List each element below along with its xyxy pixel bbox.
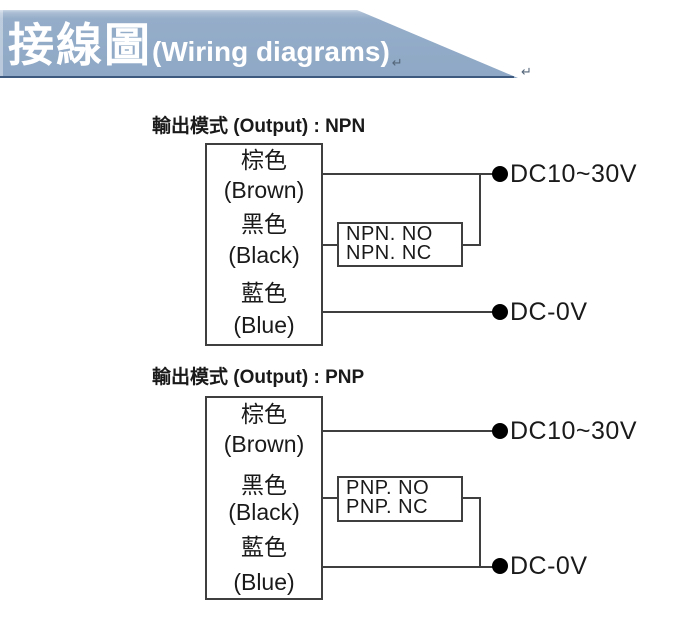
wire-label-blue-zh: 藍色 — [241, 280, 287, 306]
wiring-diagram-npn: 輸出模式 (Output) : NPN 棕色 (Brown) 黑色 (Black… — [0, 116, 676, 356]
output-type-box-pnp: PNP. NO PNP. NC — [337, 476, 463, 522]
wire-label-blue-zh: 藍色 — [241, 534, 287, 560]
output-to-zero-rail-line — [479, 497, 481, 568]
wiring-diagram-pnp: 輸出模式 (Output) : PNP 棕色 (Brown) 黑色 (Black… — [0, 367, 676, 612]
output-to-plus-rail-line — [479, 173, 481, 246]
output-type-line1: PNP. NO — [346, 477, 430, 499]
wire-label-brown-zh: 棕色 — [241, 401, 287, 427]
output-mode-label-pnp: 輸出模式 (Output) : PNP — [152, 367, 365, 388]
terminal-dot-zero — [492, 304, 508, 320]
wire-label-black-en: (Black) — [228, 499, 300, 525]
wire-label-black-zh: 黑色 — [241, 472, 287, 498]
wire-black-line — [321, 497, 338, 499]
terminal-dot-zero — [492, 558, 508, 574]
banner-bottom-border — [0, 76, 514, 78]
output-mode-label-npn: 輸出模式 (Output) : NPN — [152, 116, 366, 137]
header-banner: 接線圖 (Wiring diagrams) ↵ — [0, 10, 518, 78]
output-type-line2: NPN. NC — [346, 242, 432, 264]
terminal-label-zero: DC-0V — [510, 298, 588, 326]
wire-label-brown-zh: 棕色 — [241, 147, 287, 173]
sensor-wire-box-pnp: 棕色 (Brown) 黑色 (Black) 藍色 (Blue) — [205, 396, 323, 600]
wire-brown-line — [321, 430, 500, 432]
terminal-label-plus: DC10~30V — [510, 160, 637, 188]
terminal-dot-plus — [492, 423, 508, 439]
terminal-label-zero: DC-0V — [510, 552, 588, 580]
wire-label-brown-en: (Brown) — [223, 431, 305, 457]
output-connector-line — [461, 497, 481, 499]
terminal-label-plus: DC10~30V — [510, 417, 637, 445]
wire-blue-line — [321, 566, 500, 568]
wire-blue-line — [321, 311, 500, 313]
wire-label-brown-en: (Brown) — [223, 177, 305, 203]
wire-brown-line — [321, 173, 500, 175]
output-type-box-npn: NPN. NO NPN. NC — [337, 222, 463, 267]
wire-label-blue-en: (Blue) — [233, 312, 295, 338]
output-connector-line — [461, 244, 481, 246]
sensor-wire-box-npn: 棕色 (Brown) 黑色 (Black) 藍色 (Blue) — [205, 143, 323, 346]
wire-label-blue-en: (Blue) — [233, 569, 295, 595]
output-type-line2: PNP. NC — [346, 496, 429, 518]
title-chinese: 接線圖 — [8, 19, 152, 71]
output-type-line1: NPN. NO — [346, 223, 433, 245]
page-title: 接線圖 (Wiring diagrams) ↵ — [8, 19, 403, 71]
paragraph-mark-icon: ↵ — [521, 64, 532, 79]
paragraph-mark-icon: ↵ — [391, 55, 403, 71]
wire-black-line — [321, 244, 338, 246]
title-english: (Wiring diagrams) — [152, 36, 390, 67]
terminal-dot-plus — [492, 166, 508, 182]
wire-label-black-en: (Black) — [228, 242, 300, 268]
wire-label-black-zh: 黑色 — [241, 211, 287, 237]
